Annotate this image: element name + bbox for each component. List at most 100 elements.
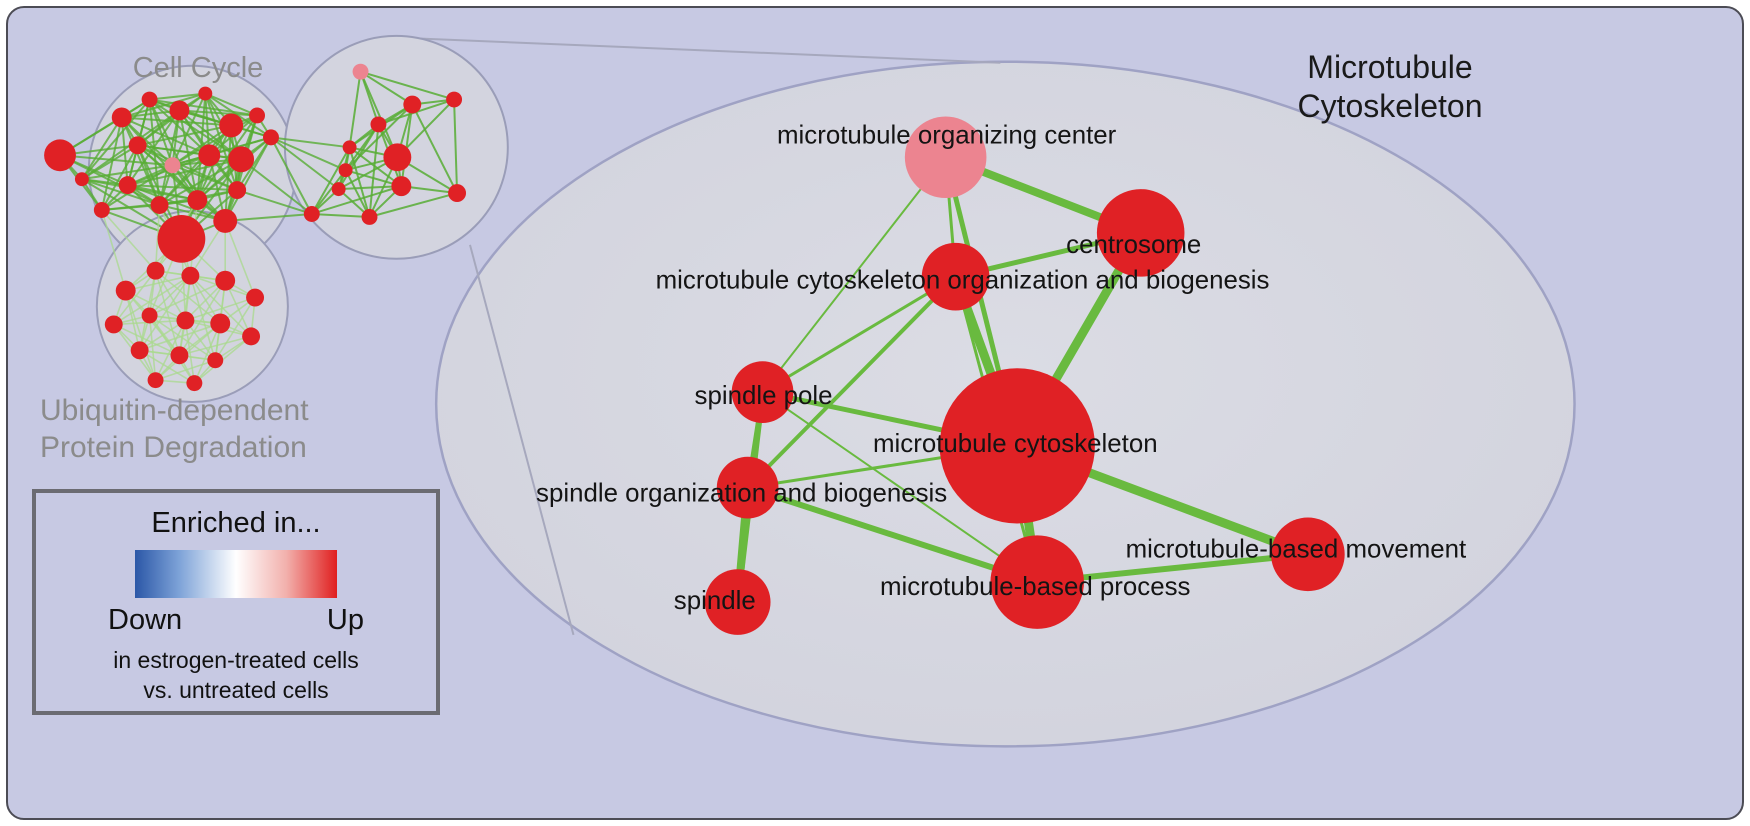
mini-network-edge [348, 71, 362, 148]
mini-network-edge [154, 320, 187, 381]
mini-network-edge [204, 93, 239, 191]
mini-network-edge [348, 146, 402, 187]
mini-network-edge [155, 322, 221, 381]
mini-network-edge [236, 189, 313, 215]
network-node-mc [939, 368, 1095, 524]
network-node-mbm [1271, 517, 1345, 592]
mini-network-edge [137, 144, 238, 192]
mini-network-node [111, 107, 132, 128]
mini-network-edge [148, 315, 157, 381]
mini-network-node [263, 129, 279, 146]
mini-network-node [176, 311, 195, 330]
network-node-moc [904, 116, 987, 199]
mini-network-edge [360, 70, 413, 106]
mini-network-node [207, 352, 224, 369]
mini-network-edge [270, 136, 350, 149]
mini-network-edge [113, 323, 180, 357]
mini-network-edge [240, 158, 313, 215]
mini-network-node [219, 113, 244, 138]
mini-network-node [303, 206, 320, 222]
zoom-connector-line [469, 244, 575, 636]
cell-cycle-cluster-label: Cell Cycle [132, 52, 264, 84]
mini-network-node [446, 91, 463, 108]
network-node-spindle_pole [731, 361, 794, 423]
legend-down-label: Down [108, 604, 183, 636]
legend-caption-line1: in estrogen-treated cells [113, 647, 359, 673]
mini-network-node [198, 144, 221, 167]
mini-network-edge [359, 71, 399, 158]
mini-network-edge [148, 99, 174, 166]
mini-network-edge [120, 117, 129, 186]
network-node-label-mc: microtubule cytoskeleton [873, 430, 1158, 458]
mini-network-edge [127, 158, 242, 187]
mini-network-edge [311, 212, 370, 218]
legend-box: Enriched in... Down Up in estrogen-treat… [32, 489, 440, 715]
mini-network-node [104, 315, 123, 334]
mini-network-node [164, 157, 181, 174]
mini-network-edge [100, 117, 123, 211]
mini-network-node [370, 116, 387, 133]
main-cluster-title: Microtubule Cytoskeleton [1270, 48, 1510, 126]
mini-network-edge [158, 154, 210, 206]
mini-network-edge [125, 274, 191, 292]
mini-network-edge [113, 275, 191, 326]
mini-network-node [383, 143, 412, 172]
mini-network-edge [411, 104, 458, 194]
mini-network-edge [127, 184, 238, 192]
mini-network-edge [344, 169, 371, 218]
network-edge-moc-spindle_pole [761, 156, 947, 394]
mini-network-edge [59, 154, 173, 167]
mini-network-edge [311, 185, 402, 215]
mini-network-node [146, 261, 165, 280]
mini-network-edge [204, 92, 258, 117]
mini-network-node [157, 214, 206, 263]
network-node-spindle [704, 569, 771, 635]
mini-network-node [213, 209, 238, 233]
mini-network-node [352, 63, 369, 80]
mini-network-edge [59, 154, 160, 206]
mini-network-node [242, 327, 261, 346]
mini-network-node [181, 266, 200, 285]
mini-network-edge [149, 92, 206, 101]
network-figure-svg: microtubule organizing centercentrosomem… [44, 34, 1576, 748]
legend-caption-line2: vs. untreated cells [143, 677, 329, 703]
mini-network-edge [172, 164, 238, 192]
mini-network-edge [100, 144, 139, 211]
network-edge-mcob-sob [745, 274, 958, 490]
mini-network-node [169, 100, 190, 121]
mini-network-edge [189, 275, 252, 337]
mini-network-edge [178, 280, 226, 356]
network-node-label-spindle: spindle [674, 587, 756, 615]
mini-network-edge [139, 319, 186, 351]
mini-network-node [403, 95, 422, 114]
mini-network-edge [81, 178, 160, 206]
legend-caption: in estrogen-treated cells vs. untreated … [36, 645, 436, 705]
mini-network-edge [179, 109, 258, 117]
mini-network-node [115, 280, 136, 301]
mini-network-node [342, 140, 357, 155]
legend-ends-row: Down Up [108, 604, 364, 637]
mini-network-node [228, 146, 255, 173]
network-edge-spindle_pole-mbp [761, 391, 1039, 584]
mini-network-edge [81, 144, 139, 181]
mini-network-node [391, 176, 412, 197]
mini-network-edge [225, 212, 312, 222]
mini-network-node [141, 91, 158, 108]
mini-network-edge [159, 158, 242, 206]
network-node-label-spindle_pole: spindle pole [695, 382, 833, 410]
mini-network-node [249, 107, 266, 124]
mini-network-edge [137, 92, 206, 147]
network-node-label-mcob: microtubule cytoskeleton organization an… [656, 267, 1270, 295]
mini-network-edge [270, 136, 313, 215]
network-node-label-sob: spindle organization and biogenesis [536, 480, 947, 508]
mini-network-edge [337, 123, 380, 190]
mini-network-edge [338, 185, 402, 191]
mini-network-node [331, 182, 346, 197]
mini-network-edge [81, 164, 173, 181]
mini-network-node [210, 313, 231, 334]
network-node-label-centrosome: centrosome [1066, 231, 1201, 259]
mini-network-edge [185, 296, 256, 322]
mini-network-node [246, 288, 265, 307]
